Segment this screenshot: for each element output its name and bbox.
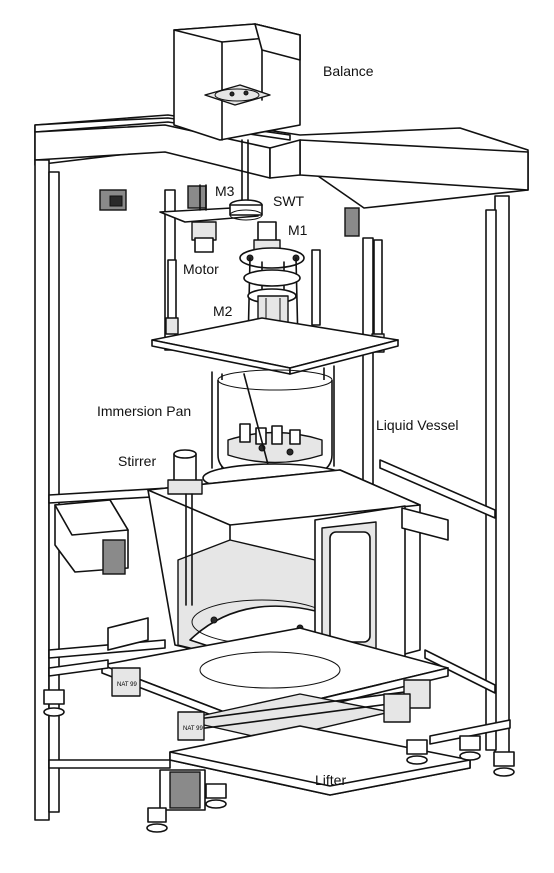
balance-unit [173,23,301,201]
label-m2: M2 [213,303,233,319]
svg-text:NAT 99: NAT 99 [117,682,137,688]
upper-mechanism [151,184,399,375]
bottom-frame [43,659,515,833]
label-balance: Balance [323,63,374,79]
label-m3: M3 [215,183,235,199]
immersion-pan-assembly [202,365,348,493]
label-liquid-vessel: Liquid Vessel [376,417,459,433]
top-frame [34,114,529,237]
label-m1: M1 [288,222,308,238]
svg-text:NAT 99: NAT 99 [183,726,203,732]
label-swt: SWT [273,193,305,209]
liquid-vessel [147,449,421,679]
middle-frame [48,459,496,694]
frame-back-posts [362,195,510,757]
label-stirrer: Stirrer [118,453,157,469]
label-motor: Motor [183,261,219,277]
label-immersion-pan: Immersion Pan [97,403,192,419]
label-lifter: Lifter [315,772,347,788]
